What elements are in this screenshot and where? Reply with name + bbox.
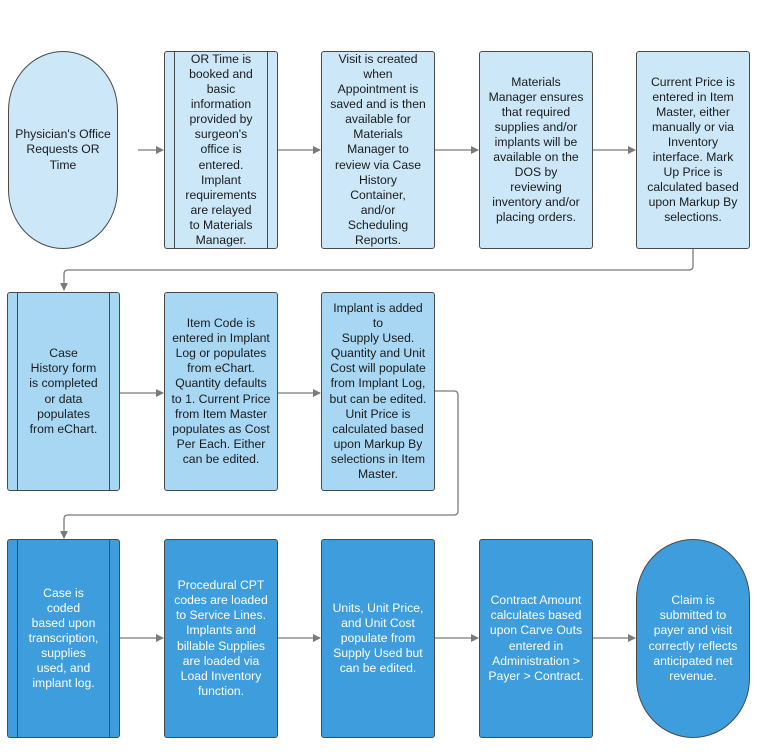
node-or-time-booked-text: OR Time is booked and basic information … bbox=[185, 51, 257, 248]
node-materials-manager-text: Materials Manager ensures that required … bbox=[488, 74, 584, 225]
node-contract-amount: Contract Amount calculates based upon Ca… bbox=[479, 539, 593, 738]
node-physician-request-text: Physician's Office Requests OR Time bbox=[15, 127, 111, 172]
node-item-code: Item Code is entered in Implant Log or p… bbox=[164, 292, 278, 491]
predefined-process-bar-right bbox=[109, 540, 110, 737]
predefined-process-bar-left bbox=[17, 540, 18, 737]
node-item-code-text: Item Code is entered in Implant Log or p… bbox=[171, 316, 271, 466]
node-units-price-text: Units, Unit Price, and Unit Cost populat… bbox=[332, 600, 424, 676]
node-materials-manager: Materials Manager ensures that required … bbox=[479, 51, 593, 249]
node-case-coded-text: Case is coded based upon transcription, … bbox=[28, 585, 99, 691]
node-visit-created-text: Visit is created when Appointment is sav… bbox=[330, 51, 426, 248]
node-procedural-cpt-text: Procedural CPT codes are loaded to Servi… bbox=[174, 578, 268, 698]
predefined-process-bar-left bbox=[174, 52, 175, 248]
node-claim-submitted: Claim is submitted to payer and visit co… bbox=[636, 539, 750, 738]
predefined-process-bar-right bbox=[267, 52, 268, 248]
arrow-implant-to-casecoded bbox=[60, 390, 459, 539]
node-case-history-text: Case History form is completed or data p… bbox=[29, 346, 98, 436]
node-visit-created: Visit is created when Appointment is sav… bbox=[321, 51, 435, 249]
node-case-coded: Case is coded based upon transcription, … bbox=[7, 539, 120, 738]
node-implant-added-text: Implant is added to Supply Used. Quantit… bbox=[329, 300, 427, 481]
node-implant-added: Implant is added to Supply Used. Quantit… bbox=[321, 292, 435, 491]
node-procedural-cpt: Procedural CPT codes are loaded to Servi… bbox=[164, 539, 278, 738]
node-physician-request: Physician's Office Requests OR Time bbox=[8, 51, 118, 249]
predefined-process-bar-left bbox=[17, 293, 18, 490]
node-claim-submitted-text: Claim is submitted to payer and visit co… bbox=[648, 593, 738, 683]
node-current-price: Current Price is entered in Item Master,… bbox=[636, 51, 750, 249]
node-current-price-text: Current Price is entered in Item Master,… bbox=[647, 74, 739, 225]
node-units-price: Units, Unit Price, and Unit Cost populat… bbox=[321, 539, 435, 738]
node-or-time-booked: OR Time is booked and basic information … bbox=[164, 51, 278, 249]
arrow-price-to-casehistory bbox=[60, 248, 694, 291]
predefined-process-bar-right bbox=[109, 293, 110, 490]
node-contract-amount-text: Contract Amount calculates based upon Ca… bbox=[488, 593, 584, 683]
node-case-history: Case History form is completed or data p… bbox=[7, 292, 120, 491]
